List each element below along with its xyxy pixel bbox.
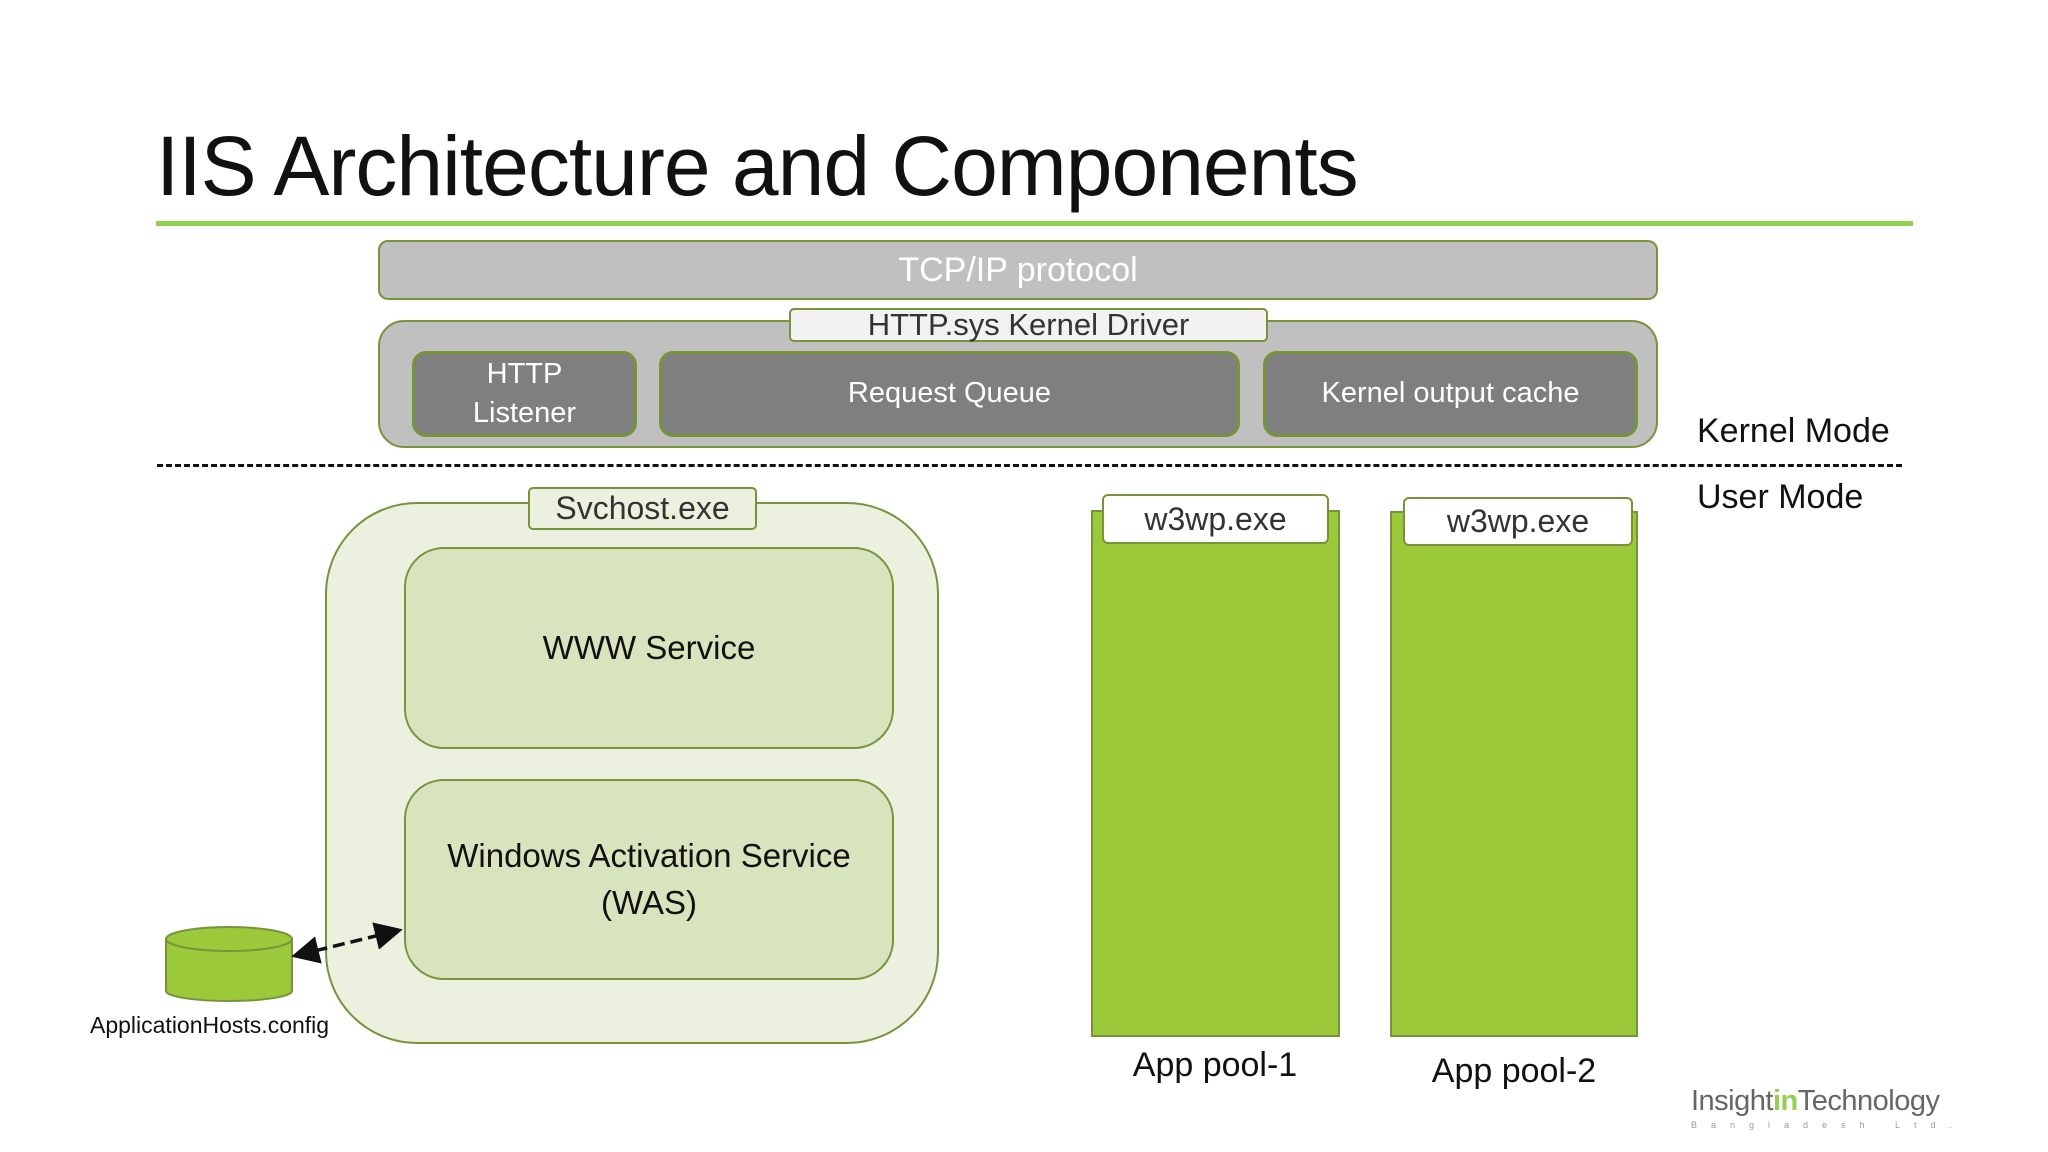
was-box: Windows Activation Service (WAS) — [404, 779, 894, 980]
was-line1: Windows Activation Service — [447, 837, 851, 875]
logo-text-1: Insight — [1691, 1085, 1773, 1117]
database-cylinder-icon — [165, 926, 293, 1002]
company-logo: InsightinTechnology Bangladesh Ltd. — [1691, 1085, 1966, 1130]
app-pool-2-label: App pool-2 — [1431, 1052, 1597, 1090]
title-underline — [156, 221, 1913, 226]
bidirectional-dashed-arrow — [291, 922, 403, 964]
config-label: ApplicationHosts.config — [90, 1012, 330, 1038]
page-title: IIS Architecture and Components — [156, 119, 1359, 213]
request-queue-box: Request Queue — [659, 351, 1240, 437]
user-mode-label: User Mode — [1697, 478, 1864, 516]
tcp-ip-layer: TCP/IP protocol — [378, 240, 1658, 300]
http-listener-line1: HTTP — [486, 357, 563, 390]
logo-subtext: Bangladesh Ltd. — [1691, 1120, 1967, 1130]
was-line2: (WAS) — [601, 883, 697, 921]
svchost-label: Svchost.exe — [528, 487, 757, 530]
app-pool-2-process — [1390, 511, 1638, 1037]
w3wp-label-2: w3wp.exe — [1403, 497, 1633, 546]
logo-text-3: Technology — [1797, 1085, 1940, 1117]
logo-text-2: in — [1772, 1085, 1798, 1117]
app-pool-1-process — [1091, 510, 1340, 1037]
mode-divider — [157, 464, 1902, 467]
http-sys-label: HTTP.sys Kernel Driver — [789, 307, 1268, 342]
http-listener-box: HTTP Listener — [412, 351, 637, 437]
w3wp-label-1: w3wp.exe — [1102, 494, 1329, 544]
kernel-output-cache-box: Kernel output cache — [1263, 351, 1638, 437]
http-listener-line2: Listener — [472, 397, 577, 429]
app-pool-1-label: App pool-1 — [1132, 1046, 1298, 1084]
kernel-mode-label: Kernel Mode — [1697, 412, 1890, 450]
www-service-box: WWW Service — [404, 547, 894, 749]
